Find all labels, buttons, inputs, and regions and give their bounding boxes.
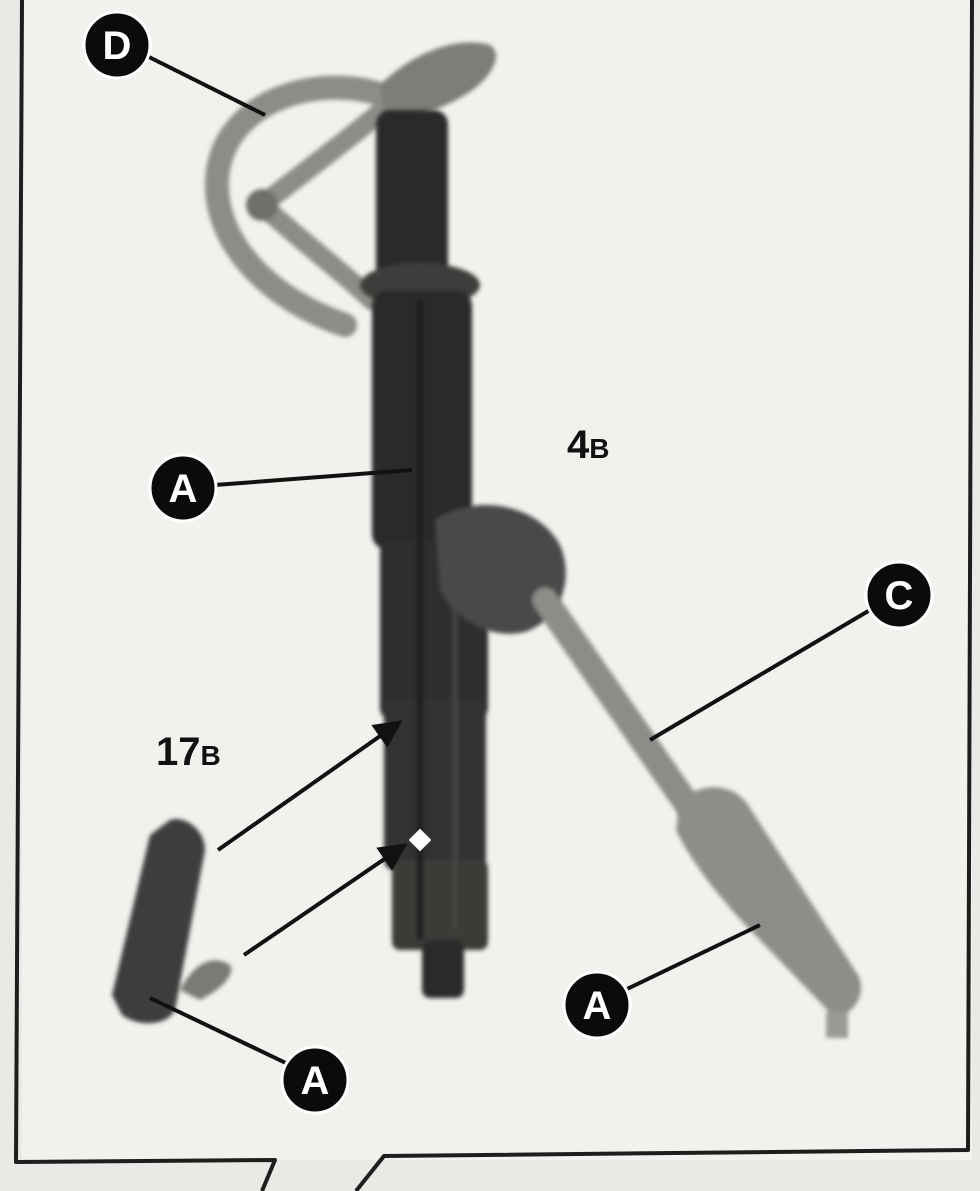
part-number-4-sub: B xyxy=(589,433,609,464)
callout-d: D xyxy=(84,12,150,78)
callout-c: C xyxy=(866,562,932,628)
callout-a-top: A xyxy=(150,455,216,521)
callout-c-label: C xyxy=(885,574,914,618)
part-number-17: 17 xyxy=(156,730,201,774)
callout-a-bottom: A xyxy=(282,1047,348,1113)
callout-a-right: A xyxy=(564,972,630,1038)
callout-a-right-label: A xyxy=(583,984,612,1028)
callout-d-label: D xyxy=(103,24,132,68)
callout-a-top-label: A xyxy=(169,467,198,511)
part-number-4: 4 xyxy=(567,423,590,467)
callout-a-bottom-label: A xyxy=(301,1059,330,1103)
part-number-17-sub: B xyxy=(201,740,221,771)
